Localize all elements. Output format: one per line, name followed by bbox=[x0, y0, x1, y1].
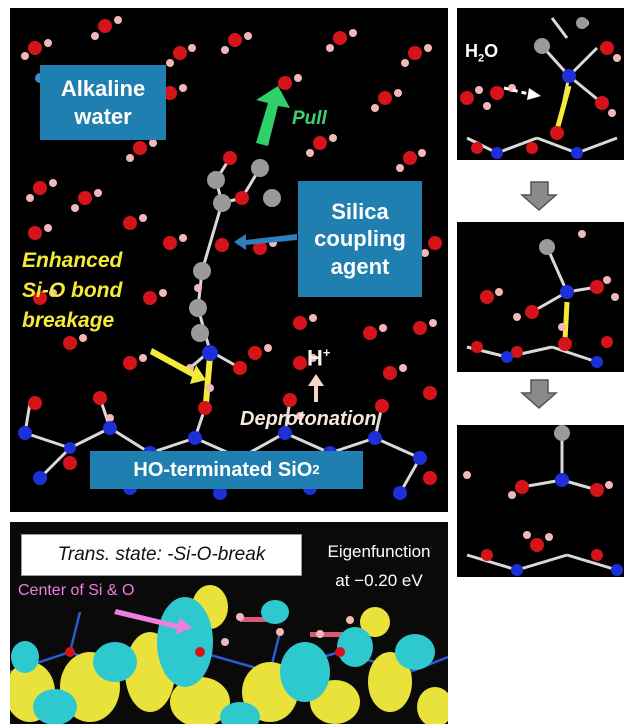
deprotonation-label: Deprotonation bbox=[240, 408, 377, 430]
h-plus-label: H+ bbox=[307, 345, 330, 371]
side-frame-3-scene bbox=[463, 425, 623, 576]
eigen-line-2: at −0.20 eV bbox=[335, 570, 423, 590]
bond-pointer-arrow bbox=[150, 348, 206, 384]
side-frame-1: H2O bbox=[457, 8, 624, 160]
center-pointer-arrow bbox=[114, 609, 192, 634]
down-arrow-1 bbox=[520, 181, 558, 212]
agent-pointer-arrow bbox=[234, 234, 297, 250]
h2o-tail: O bbox=[484, 41, 499, 61]
enhanced-bond-breakage-label: Enhanced Si-O bond breakage bbox=[22, 249, 123, 332]
h2o-label: H2O bbox=[465, 41, 498, 65]
alkaline-water-label: Alkaline water bbox=[40, 65, 166, 140]
center-label: Center of Si & O bbox=[18, 582, 135, 599]
side-frame-1-scene bbox=[460, 17, 621, 159]
silica-coupling-agent-label: Silica coupling agent bbox=[298, 181, 422, 297]
down-arrow-2 bbox=[520, 379, 558, 410]
surface-base: HO-terminated SiO bbox=[133, 458, 313, 481]
eigenfunction-label: Eigenfunction at −0.20 eV bbox=[310, 538, 448, 596]
h2o-sub: 2 bbox=[478, 52, 485, 65]
side-frame-3 bbox=[457, 425, 624, 577]
eigenfunction-panel: Trans. state: -Si-O-break Eigenfunction … bbox=[10, 522, 448, 724]
pull-arrow bbox=[256, 86, 290, 146]
surface-sub: 2 bbox=[312, 461, 320, 477]
eigen-line-1: Eigenfunction bbox=[327, 542, 431, 561]
h-plus-base: H bbox=[307, 345, 323, 371]
trans-state-box: Trans. state: -Si-O-break bbox=[21, 534, 302, 576]
orbital-scene bbox=[10, 585, 448, 724]
trans-state-label: Trans. state: -Si-O-break bbox=[57, 544, 266, 565]
side-frame-2-scene bbox=[466, 230, 619, 368]
h2o-base: H bbox=[465, 41, 478, 61]
deprotonation-arrow bbox=[308, 374, 324, 402]
side-frame-2 bbox=[457, 222, 624, 372]
main-simulation-panel: Alkaline water Pull Silica coupling agen… bbox=[10, 8, 448, 512]
pull-label: Pull bbox=[292, 108, 327, 129]
h-plus-sup: + bbox=[322, 345, 331, 360]
